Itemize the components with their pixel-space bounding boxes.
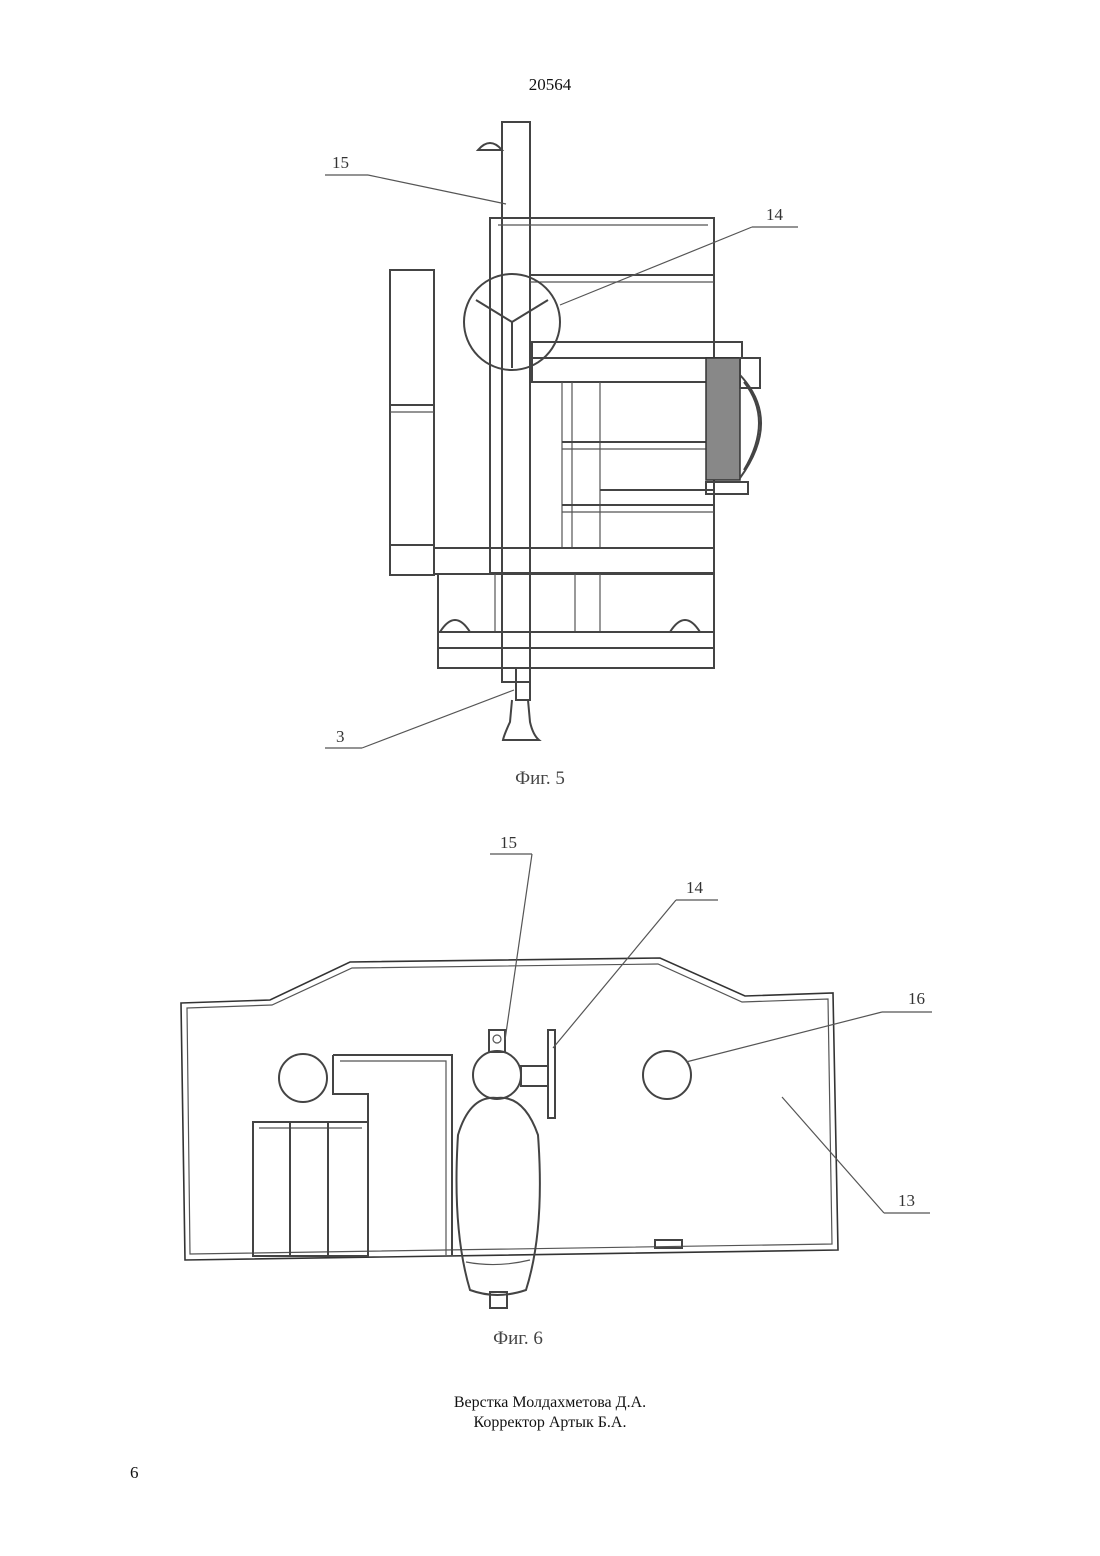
fig6-label-13: 13 bbox=[898, 1191, 915, 1210]
figure-6-caption: Фиг. 6 bbox=[0, 1328, 1068, 1350]
fig6-label-15: 15 bbox=[500, 833, 517, 852]
fig6-label-16: 16 bbox=[908, 989, 925, 1008]
layout-credit: Верстка Молдахметова Д.А. bbox=[0, 1393, 1100, 1413]
credits: Верстка Молдахметова Д.А. Корректор Арты… bbox=[0, 1393, 1100, 1433]
fig6-label-14: 14 bbox=[686, 878, 704, 897]
page-number: 6 bbox=[130, 1463, 139, 1483]
corrector-credit: Корректор Артык Б.А. bbox=[0, 1413, 1100, 1433]
